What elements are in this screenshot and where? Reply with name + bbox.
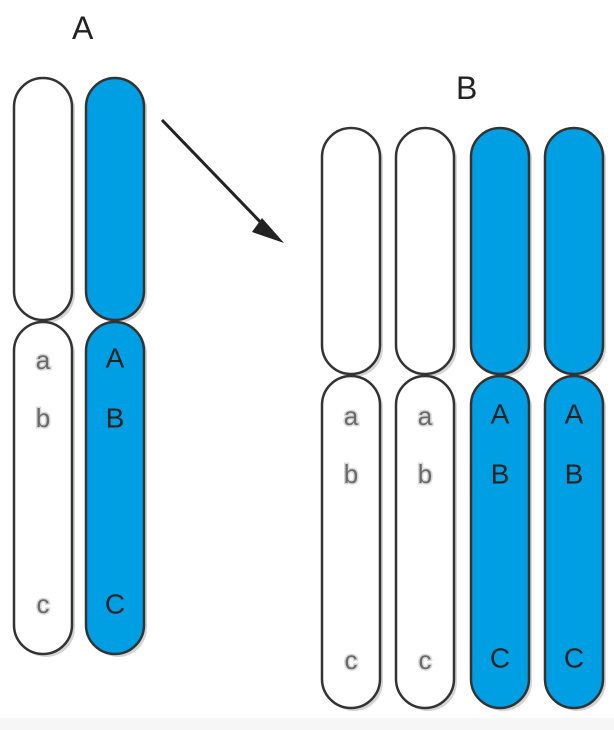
chromatid-upper-arm	[543, 126, 605, 376]
chromatid-upper-arm	[394, 126, 456, 376]
gene-label: b	[36, 403, 50, 433]
gene-label: C	[105, 588, 125, 619]
gene-label: b	[418, 459, 432, 489]
chromosome-4: ab c	[394, 126, 457, 711]
arrowhead-icon	[252, 218, 284, 243]
gene-label: a	[36, 345, 51, 375]
gene-label: c	[345, 645, 358, 675]
chromosome-5: AB C	[469, 126, 532, 711]
bottom-strip	[0, 718, 614, 730]
transition-arrow	[160, 118, 284, 243]
chromatid-lower-arm	[469, 374, 531, 710]
chromatid-upper-arm	[84, 76, 146, 322]
gene-label: A	[106, 342, 125, 373]
chromatid-upper-arm	[12, 76, 74, 322]
gene-label: A	[565, 398, 584, 429]
chromatid-lower-arm	[394, 374, 456, 710]
gene-label: B	[491, 458, 510, 489]
chromatid-lower-arm	[12, 320, 74, 656]
gene-label: B	[565, 458, 584, 489]
chromatid-lower-arm	[320, 374, 382, 710]
gene-label: C	[490, 642, 510, 673]
chromatid-upper-arm	[320, 126, 382, 376]
chromatid-lower-arm	[543, 374, 605, 710]
gene-label: a	[418, 401, 433, 431]
chromosome-6: AB C	[543, 126, 606, 711]
gene-label: C	[564, 642, 584, 673]
gene-label: A	[491, 398, 510, 429]
gene-label: B	[106, 402, 125, 433]
chromosome-2: AB C	[84, 76, 147, 657]
chromatid-lower-arm	[84, 320, 146, 656]
chromosome-3: ab c	[320, 126, 383, 711]
chromatid-upper-arm	[469, 126, 531, 376]
gene-label: a	[344, 401, 359, 431]
chromosome-1: ab c	[12, 76, 75, 657]
gene-label: c	[37, 589, 50, 619]
panel-label-b: B	[456, 70, 478, 106]
gene-label: b	[344, 459, 358, 489]
gene-label: c	[419, 645, 432, 675]
panel-label-a: A	[72, 10, 94, 46]
